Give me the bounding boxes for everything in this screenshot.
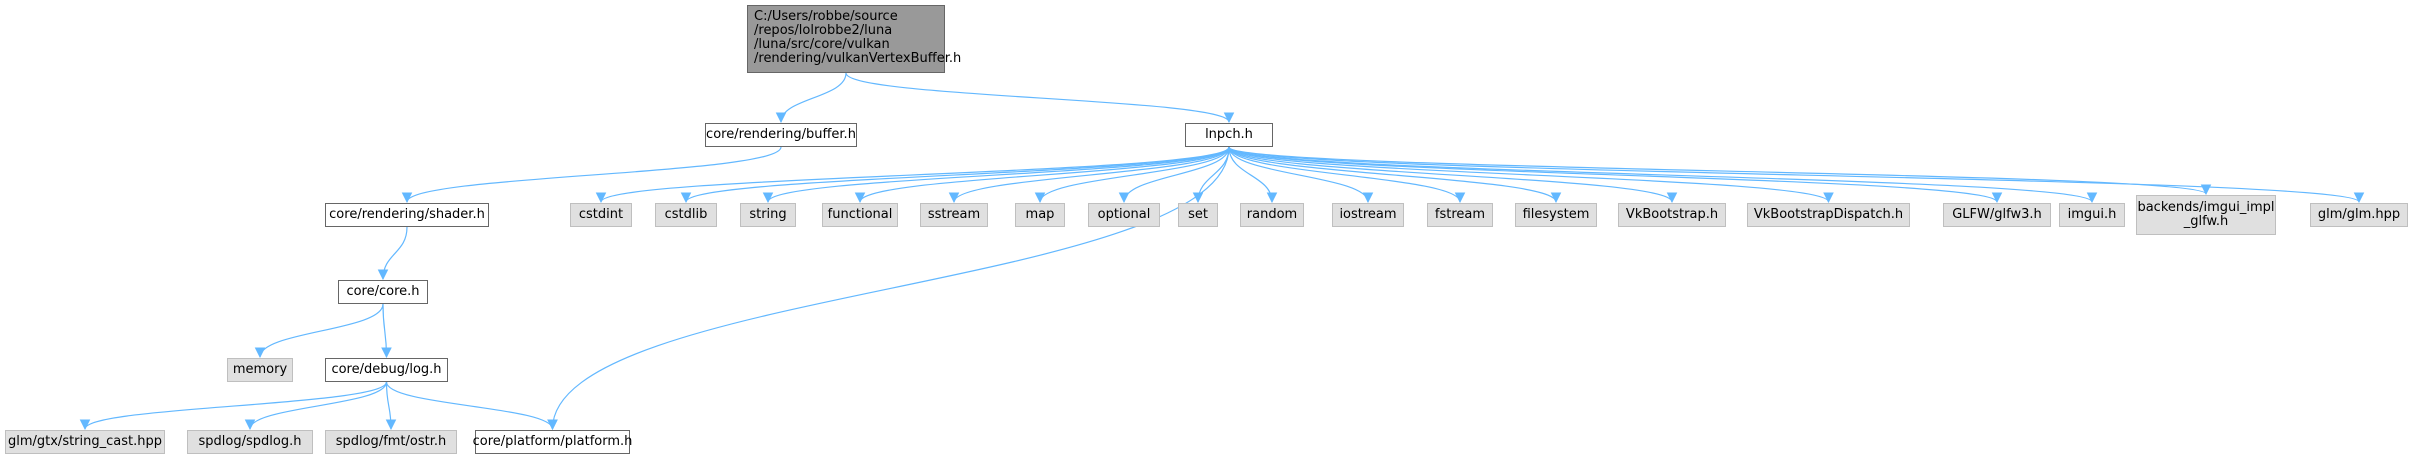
node-label: core/rendering/shader.h [329,207,485,222]
node-label: optional [1097,207,1151,222]
edge-log-to-string_cast [79,381,388,431]
node-label: string [749,207,787,222]
edge-lnpch-to-cstdlib [680,146,1230,204]
node-filesystem: filesystem [1515,203,1597,227]
node-label: fstream [1434,207,1486,222]
node-label: core/core.h [346,284,420,299]
node-label: memory [232,362,288,377]
node-label: set [1188,207,1208,222]
node-spdlog-header: spdlog/spdlog.h [187,430,313,454]
node-label: core/debug/log.h [331,362,442,377]
edge-lnpch-to-functional [854,146,1230,204]
node-label: cstdint [578,207,624,222]
node-glfw3-header: GLFW/glfw3.h [1943,203,2051,227]
node-map: map [1015,203,1065,227]
node-optional: optional [1088,203,1160,227]
node-label: filesystem [1522,207,1590,222]
node-glm-header: glm/glm.hpp [2310,203,2408,227]
node-ostr-header: spdlog/fmt/ostr.h [325,430,457,454]
node-buffer-header[interactable]: core/rendering/buffer.h [705,123,857,147]
node-cstdint: cstdint [570,203,632,227]
edge-lnpch-to-string [762,146,1230,204]
edge-lnpch-to-filesystem [1228,146,1562,204]
node-core-header[interactable]: core/core.h [338,280,428,304]
edge-lnpch-to-platform [547,146,1230,431]
node-fstream: fstream [1427,203,1493,227]
edge-buffer-to-shader [401,146,782,204]
edge-core-to-log [381,303,392,359]
node-platform-header[interactable]: core/platform/platform.h [472,430,633,454]
edge-lnpch-to-glfw3 [1228,146,2003,204]
node-imgui-header: imgui.h [2059,203,2125,227]
node-label: core/platform/platform.h [472,434,633,449]
node-label: VkBootstrapDispatch.h [1753,207,1904,222]
node-functional: functional [822,203,898,227]
edge-core-to-memory [254,303,384,359]
node-label: sstream [927,207,981,222]
node-random: random [1240,203,1304,227]
node-imgui-impl-glfw-header: backends/imgui_impl_glfw.h [2136,195,2276,235]
edge-log-to-ostr [385,381,397,431]
edge-root-to-lnpch [845,72,1235,124]
edge-lnpch-to-iostream [1228,146,1374,204]
node-lnpch-header[interactable]: lnpch.h [1185,123,1273,147]
node-label: C:/Users/robbe/source/repos/lolrobbe2/lu… [754,9,962,66]
node-label: cstdlib [664,207,708,222]
edge-lnpch-to-optional [1118,146,1230,204]
node-label: backends/imgui_impl_glfw.h [2137,200,2275,229]
node-label: VkBootstrap.h [1625,207,1719,222]
edge-shader-to-core [377,226,408,281]
node-label: random [1246,207,1298,222]
edge-log-to-platform [385,381,558,431]
node-label: spdlog/fmt/ostr.h [335,434,447,449]
node-label: glm/gtx/string_cast.hpp [7,434,162,449]
node-iostream: iostream [1332,203,1404,227]
node-vulkan-vertex-buffer-header[interactable]: C:/Users/robbe/source/repos/lolrobbe2/lu… [747,5,961,73]
node-vkbootstrapdispatch-header: VkBootstrapDispatch.h [1747,203,1910,227]
node-label: GLFW/glfw3.h [1952,207,2042,222]
node-label: iostream [1339,207,1397,222]
edge-lnpch-to-map [1034,146,1230,204]
node-string-cast-header: glm/gtx/string_cast.hpp [5,430,165,454]
node-cstdlib: cstdlib [655,203,717,227]
node-label: imgui.h [2067,207,2117,222]
edge-log-to-spdlog [244,381,388,431]
node-label: glm/glm.hpp [2317,207,2401,222]
edge-lnpch-to-sstream [948,146,1230,204]
node-set: set [1178,203,1218,227]
node-label: functional [827,207,893,222]
edge-lnpch-to-cstdint [595,146,1230,204]
edge-root-to-buffer [775,72,847,124]
node-vkbootstrap-header: VkBootstrap.h [1618,203,1726,227]
edge-lnpch-to-random [1228,146,1278,204]
node-log-header[interactable]: core/debug/log.h [325,358,448,382]
node-shader-header[interactable]: core/rendering/shader.h [325,203,489,227]
edge-lnpch-to-glm [1228,146,2364,204]
node-sstream: sstream [920,203,988,227]
node-label: core/rendering/buffer.h [706,127,856,142]
node-label: spdlog/spdlog.h [198,434,302,449]
edge-lnpch-to-fstream [1228,146,1466,204]
node-label: map [1025,207,1055,222]
edge-lnpch-to-vkbootstrap [1228,146,1678,204]
node-memory: memory [227,358,293,382]
node-label: lnpch.h [1205,127,1253,142]
node-string: string [740,203,796,227]
edge-lnpch-to-vkbootstrapdispatch [1228,146,1834,204]
edge-lnpch-to-imgui [1228,146,2098,204]
